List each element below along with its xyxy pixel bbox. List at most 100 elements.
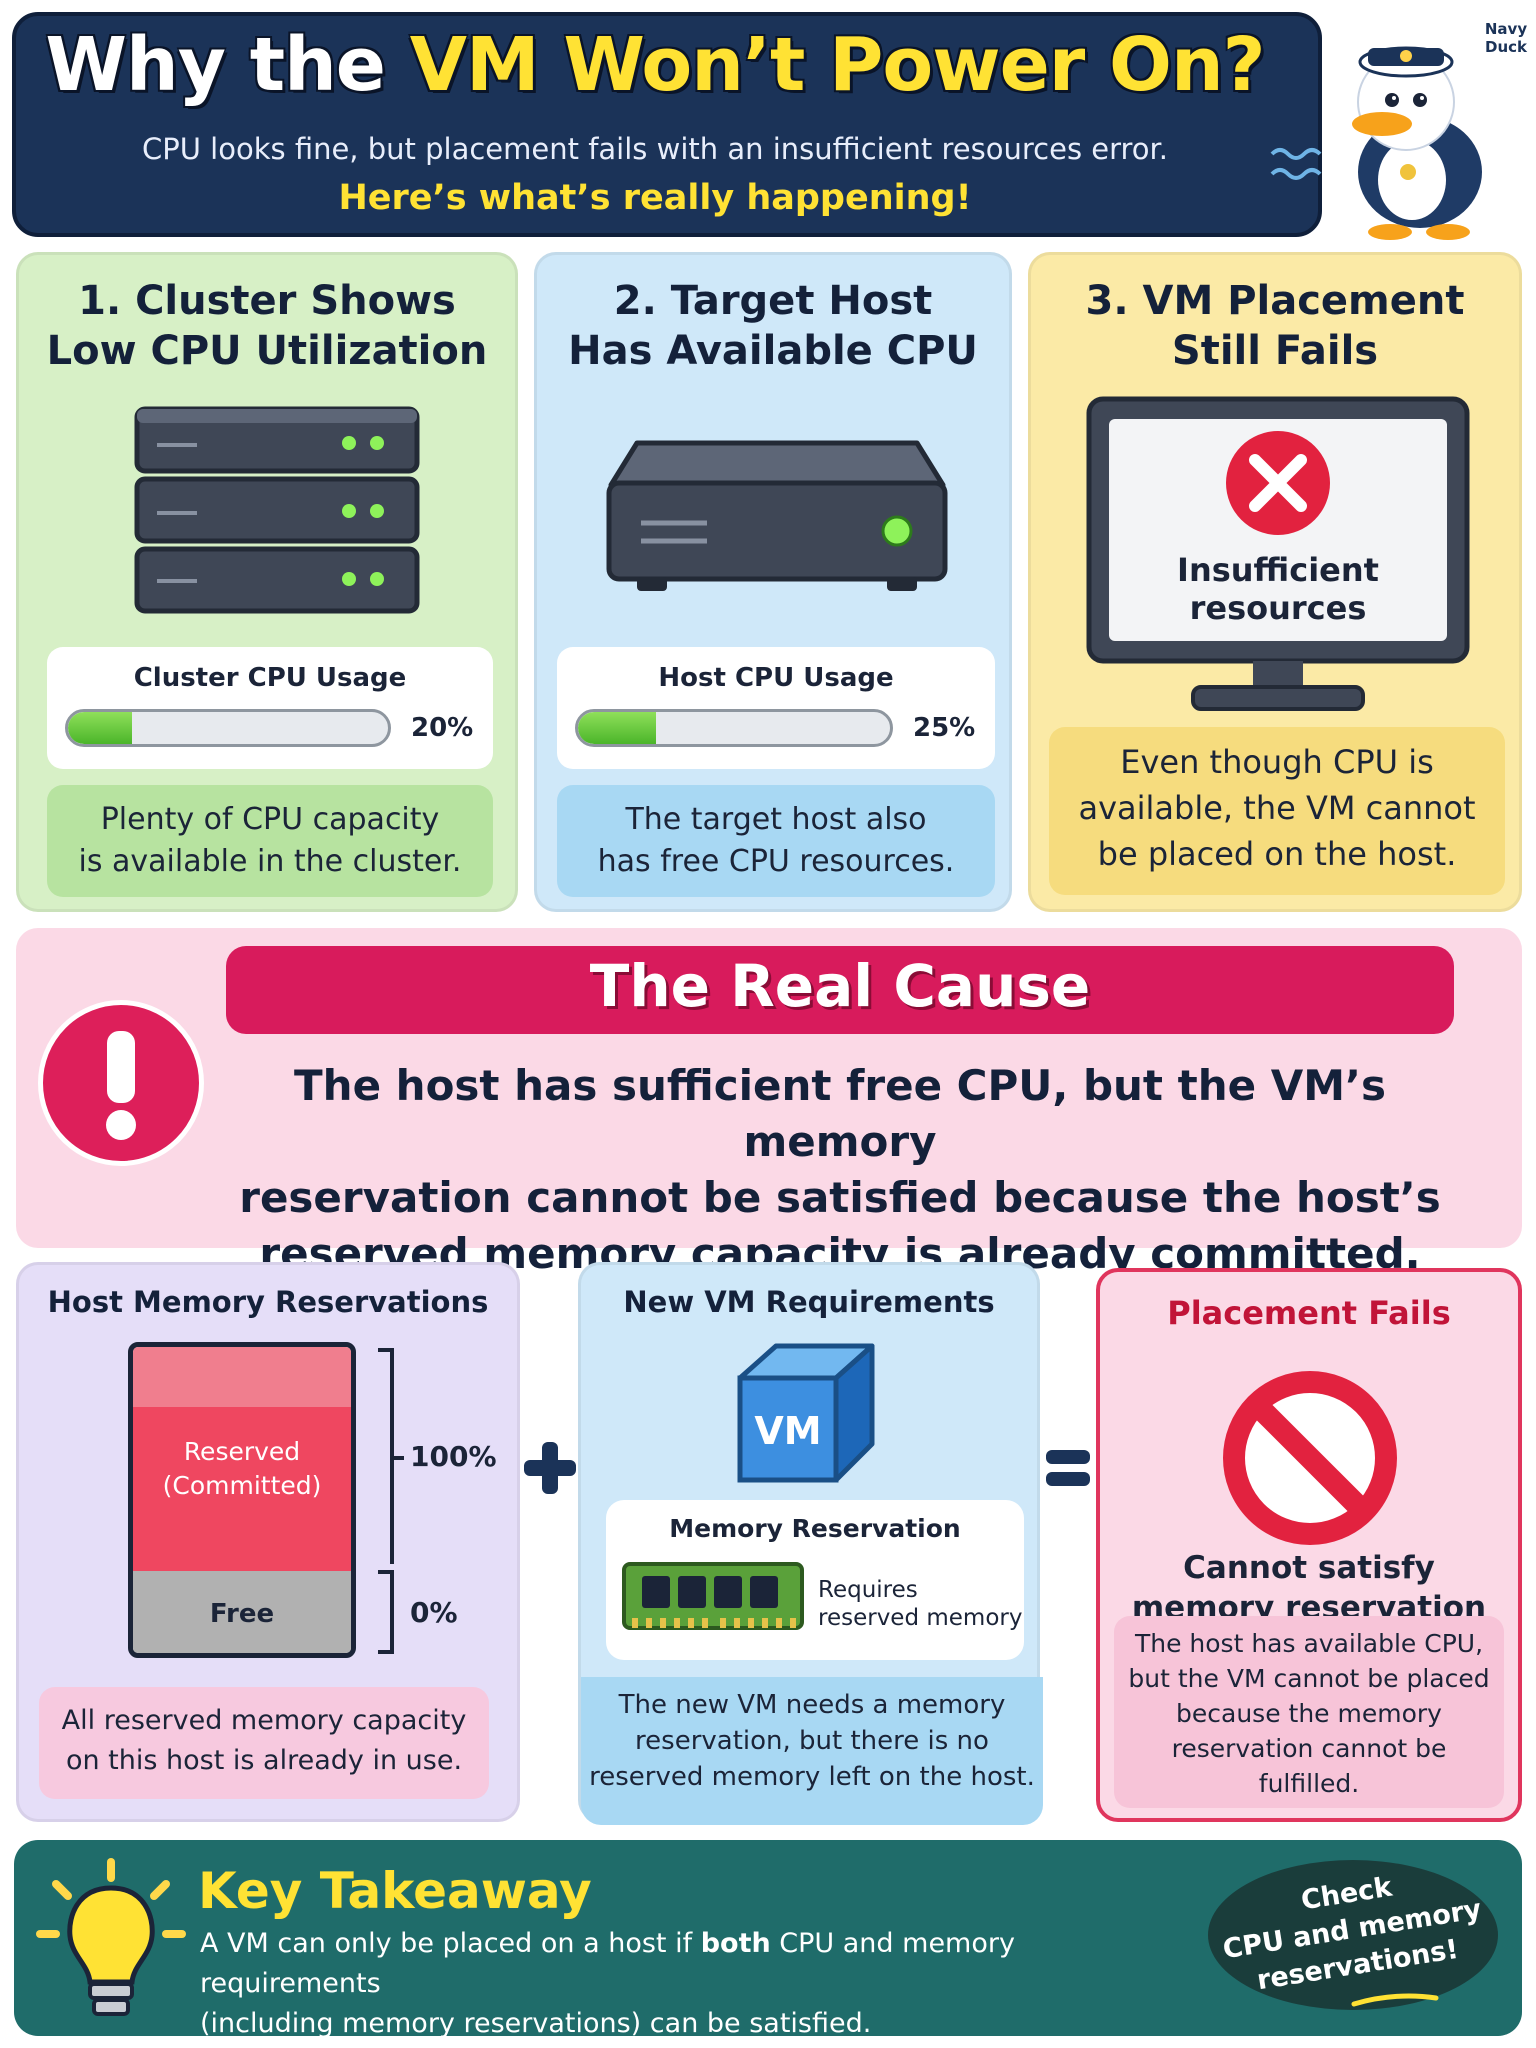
ram-module-icon [622,1562,804,1630]
memory-reserved-block [133,1407,351,1571]
memory-free-block [133,1571,351,1653]
error-monitor-icon [1086,396,1470,711]
monitor-error-text: Insufficient resources [1083,551,1473,627]
vm-cube-label: VM [754,1409,821,1453]
panel-note: Even though CPU is available, the VM can… [1049,727,1505,895]
reserved-line2: (Committed) [162,1471,322,1500]
title-highlight: VM Won’t Power On? [409,22,1266,108]
panel-title-line2: Has Available CPU [568,328,978,374]
panel-title-line2: Still Fails [1171,328,1379,374]
plus-icon [524,1442,576,1494]
panel-title-line1: 3. VM Placement [1085,278,1465,324]
takeaway-line2: (including memory reservations) can be s… [200,2008,872,2039]
fails-sub-line1: Cannot satisfy [1183,1550,1435,1586]
panel-cluster-cpu: 1. Cluster Shows Low CPU Utilization Clu… [16,252,518,912]
host-server-icon [606,440,948,591]
panel-placement-fails-result: Placement Fails Cannot satisfy memory re… [1096,1268,1522,1822]
prohibited-icon [1223,1371,1397,1545]
key-takeaway-title: Key Takeaway [198,1862,592,1920]
requires-line2: reserved memory [818,1605,1023,1631]
note-line2: but the VM cannot be placed [1128,1664,1490,1693]
navy-duck-mascot-icon: Navy Duck [1352,20,1528,240]
note-line5: fulfilled. [1258,1769,1360,1798]
panel-title: Host Memory Reservations [47,1285,489,1319]
monitor-line2: resources [1189,589,1367,627]
wave-icon [1270,148,1322,180]
note-line3: because the memory [1176,1699,1442,1728]
panel-note: The host has available CPU, but the VM c… [1114,1616,1504,1808]
real-cause-title: The Real Cause [589,952,1091,1020]
reserved-line1: Reserved [183,1437,301,1466]
memory-reservation-box: Memory Reservation Requires reserved mem… [606,1500,1024,1660]
lightbulb-icon [36,1858,186,2016]
panel-title-line1: 1. Cluster Shows [78,278,456,324]
cause-line2: reservation cannot be satisfied because … [239,1173,1441,1222]
panel-note: Plenty of CPU capacity is available in t… [47,785,493,897]
progress-fill [578,712,656,744]
takeaway-bold: both [700,1928,771,1959]
takeaway-post: CPU and memory requirements [200,1928,1015,1999]
note-line1: Plenty of CPU capacity [100,802,440,837]
requires-line1: Requires [818,1577,918,1603]
server-rack-icon [134,406,420,614]
vm-cube-icon: VM [737,1343,875,1483]
panel-host-cpu: 2. Target Host Has Available CPU Host CP… [534,252,1012,912]
note-line1: The new VM needs a memory [618,1690,1006,1720]
tick-0: 0% [410,1596,458,1629]
host-cpu-progress-bar [575,709,893,747]
panel-title: Placement Fails [1167,1294,1451,1332]
mascot-badge-text: Navy [1485,20,1527,38]
note-line1: The host has available CPU, [1134,1629,1484,1658]
note-line2: available, the VM cannot [1078,789,1476,827]
cause-line1: The host has sufficient free CPU, but th… [294,1061,1386,1166]
note-line4: reservation cannot be [1171,1734,1447,1763]
page-subtitle: CPU looks fine, but placement fails with… [141,132,1169,166]
page-title: Why the VM Won’t Power On? [0,22,1310,108]
panel-title-line1: 2. Target Host [613,278,933,324]
free-label: Free [209,1599,275,1629]
bracket-icon [378,1348,404,1654]
panel-title: New VM Requirements [623,1285,995,1319]
note-line3: reserved memory left on the host. [589,1762,1035,1792]
note-line2: has free CPU resources. [597,844,955,879]
cluster-usage-box: Cluster CPU Usage 20% [47,647,493,769]
note-line1: Even though CPU is [1120,743,1434,781]
usage-percent: 25% [913,713,976,743]
usage-label: Cluster CPU Usage [133,663,407,693]
real-cause-banner [226,946,1454,1034]
panel-title-line2: Low CPU Utilization [46,328,488,374]
requires-text: Requires reserved memory [818,1576,1022,1632]
tick-100: 100% [410,1440,497,1473]
panel-note: The target host also has free CPU resour… [557,785,995,897]
check-reservations-badge [1208,1860,1498,2010]
exclamation-icon [38,1000,204,1166]
real-cause-body: The host has sufficient free CPU, but th… [226,1058,1454,1282]
progress-fill [68,712,132,744]
usage-percent: 20% [411,713,474,743]
equals-icon [1046,1450,1090,1486]
memory-stack-chart: Reserved (Committed) Free [128,1342,356,1658]
memory-reservation-title: Memory Reservation [669,1514,961,1543]
usage-label: Host CPU Usage [658,663,894,693]
panel-note: All reserved memory capacity on this hos… [39,1687,489,1799]
panel-note: The new VM needs a memory reservation, b… [581,1677,1043,1825]
underline-stroke [1351,1993,1439,2007]
host-usage-box: Host CPU Usage 25% [557,647,995,769]
monitor-line1: Insufficient [1177,551,1379,589]
key-takeaway-body: A VM can only be placed on a host if bot… [200,1924,1160,2044]
panel-placement-fails: 3. VM Placement Still Fails Insufficient… [1028,252,1522,912]
reserved-label: Reserved (Committed) [133,1435,351,1503]
note-line1: The target host also [625,802,927,837]
cluster-cpu-progress-bar [65,709,391,747]
note-line3: be placed on the host. [1097,835,1457,873]
note-line2: reservation, but there is no [635,1726,989,1756]
note-line1: All reserved memory capacity [61,1705,467,1736]
takeaway-pre: A VM can only be placed on a host if [200,1928,701,1959]
svg-text:Duck: Duck [1485,38,1528,56]
title-prefix: Why the [45,22,410,108]
page-subtitle-highlight: Here’s what’s really happening! [338,178,972,218]
note-line2: on this host is already in use. [65,1745,463,1776]
memory-reserved-top [133,1347,351,1407]
note-line2: is available in the cluster. [78,844,462,879]
header-banner [12,12,1322,237]
